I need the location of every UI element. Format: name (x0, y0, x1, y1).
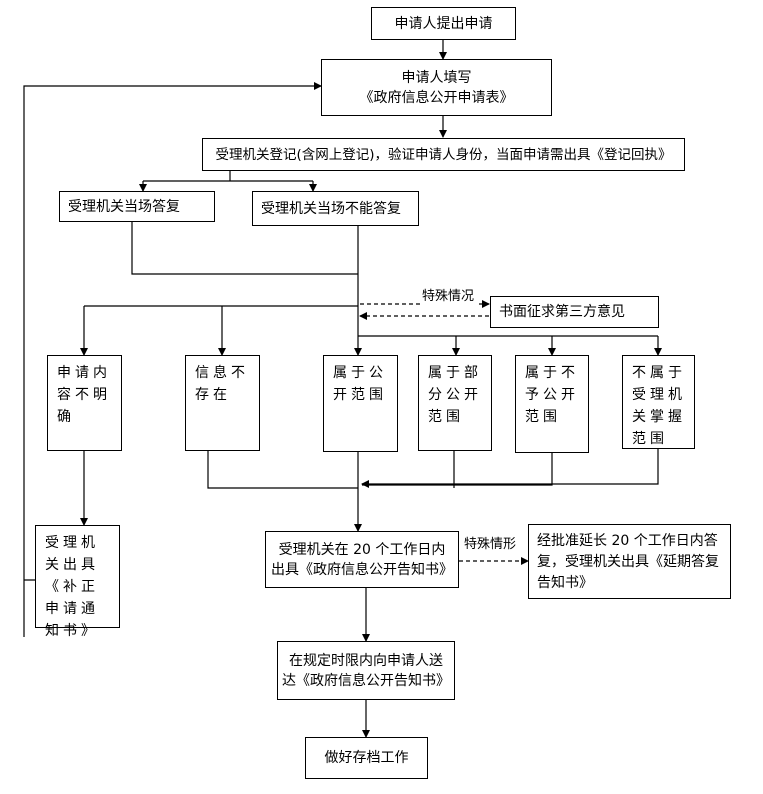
text-reply-onsite: 受理机关当场答复 (68, 198, 180, 215)
text-unclear: 申请内容不明确 (57, 365, 111, 425)
box-disclosure-notice: 受理机关在 20 个工作日内 出具《政府信息公开告知书》 (265, 531, 459, 588)
box-correction-notice: 受理机关出具《补正申请通知书》 (35, 525, 120, 639)
text-deliver-line1: 在规定时限内向申请人送 (289, 652, 443, 669)
box-not-held: 不属于受理机关掌握范围 (622, 355, 695, 449)
label-special-case: 特殊情形 (462, 537, 519, 553)
box-extend-reply: 经批准延长 20 个工作日内答复，受理机关出具《延期答复告知书》 (528, 524, 731, 599)
text-extend: 经批准延长 20 个工作日内答复，受理机关出具《延期答复告知书》 (537, 533, 719, 591)
box-register: 受理机关登记(含网上登记)，验证申请人身份，当面申请需出具《登记回执》 (202, 138, 685, 171)
text-apply: 申请人提出申请 (394, 15, 493, 32)
connector-not-public-merge (362, 453, 553, 486)
text-fill-line2: 《政府信息公开申请表》 (359, 89, 514, 106)
text-third-party: 书面征求第三方意见 (499, 304, 625, 320)
box-unclear: 申请内容不明确 (47, 355, 122, 451)
text-not-held: 不属于受理机关掌握范围 (632, 365, 686, 447)
box-not-public: 属于不予公开范围 (515, 355, 589, 453)
connector-not-held-merge (361, 449, 659, 488)
box-deliver-notice: 在规定时限内向申请人送 达《政府信息公开告知书》 (277, 641, 455, 700)
text-no-reply-onsite: 受理机关当场不能答复 (261, 200, 401, 217)
box-partial: 属于部分公开范围 (418, 355, 492, 451)
connector-not-exist-merge (207, 451, 358, 489)
connector-reply-onsite-merge (131, 221, 358, 275)
label-special-situation: 特殊情况 (420, 289, 477, 305)
box-public: 属于公开范围 (323, 355, 398, 452)
text-register: 受理机关登记(含网上登记)，验证申请人身份，当面申请需出具《登记回执》 (215, 146, 672, 163)
text-not-exist: 信息不存在 (195, 365, 249, 403)
box-third-party: 书面征求第三方意见 (490, 296, 659, 328)
text-deliver-line2: 达《政府信息公开告知书》 (282, 672, 450, 689)
connector-correction-loop (23, 82, 322, 637)
box-fill-application-form: 申请人填写 《政府信息公开申请表》 (321, 59, 552, 116)
box-no-reply-onsite: 受理机关当场不能答复 (252, 191, 419, 226)
text-notice-line2: 出具《政府信息公开告知书》 (271, 561, 453, 578)
box-archive: 做好存档工作 (305, 737, 428, 779)
text-partial: 属于部分公开范围 (428, 365, 482, 425)
text-archive: 做好存档工作 (324, 750, 409, 766)
box-not-exist: 信息不存在 (185, 355, 260, 451)
text-public: 属于公开范围 (333, 365, 387, 403)
text-notice-line1: 受理机关在 20 个工作日内 (278, 541, 446, 558)
text-correction: 受理机关出具《补正申请通知书》 (45, 535, 99, 639)
box-reply-onsite: 受理机关当场答复 (59, 191, 215, 222)
text-not-public: 属于不予公开范围 (525, 365, 579, 425)
text-fill-line1: 申请人填写 (401, 69, 472, 86)
box-apply: 申请人提出申请 (371, 7, 516, 40)
